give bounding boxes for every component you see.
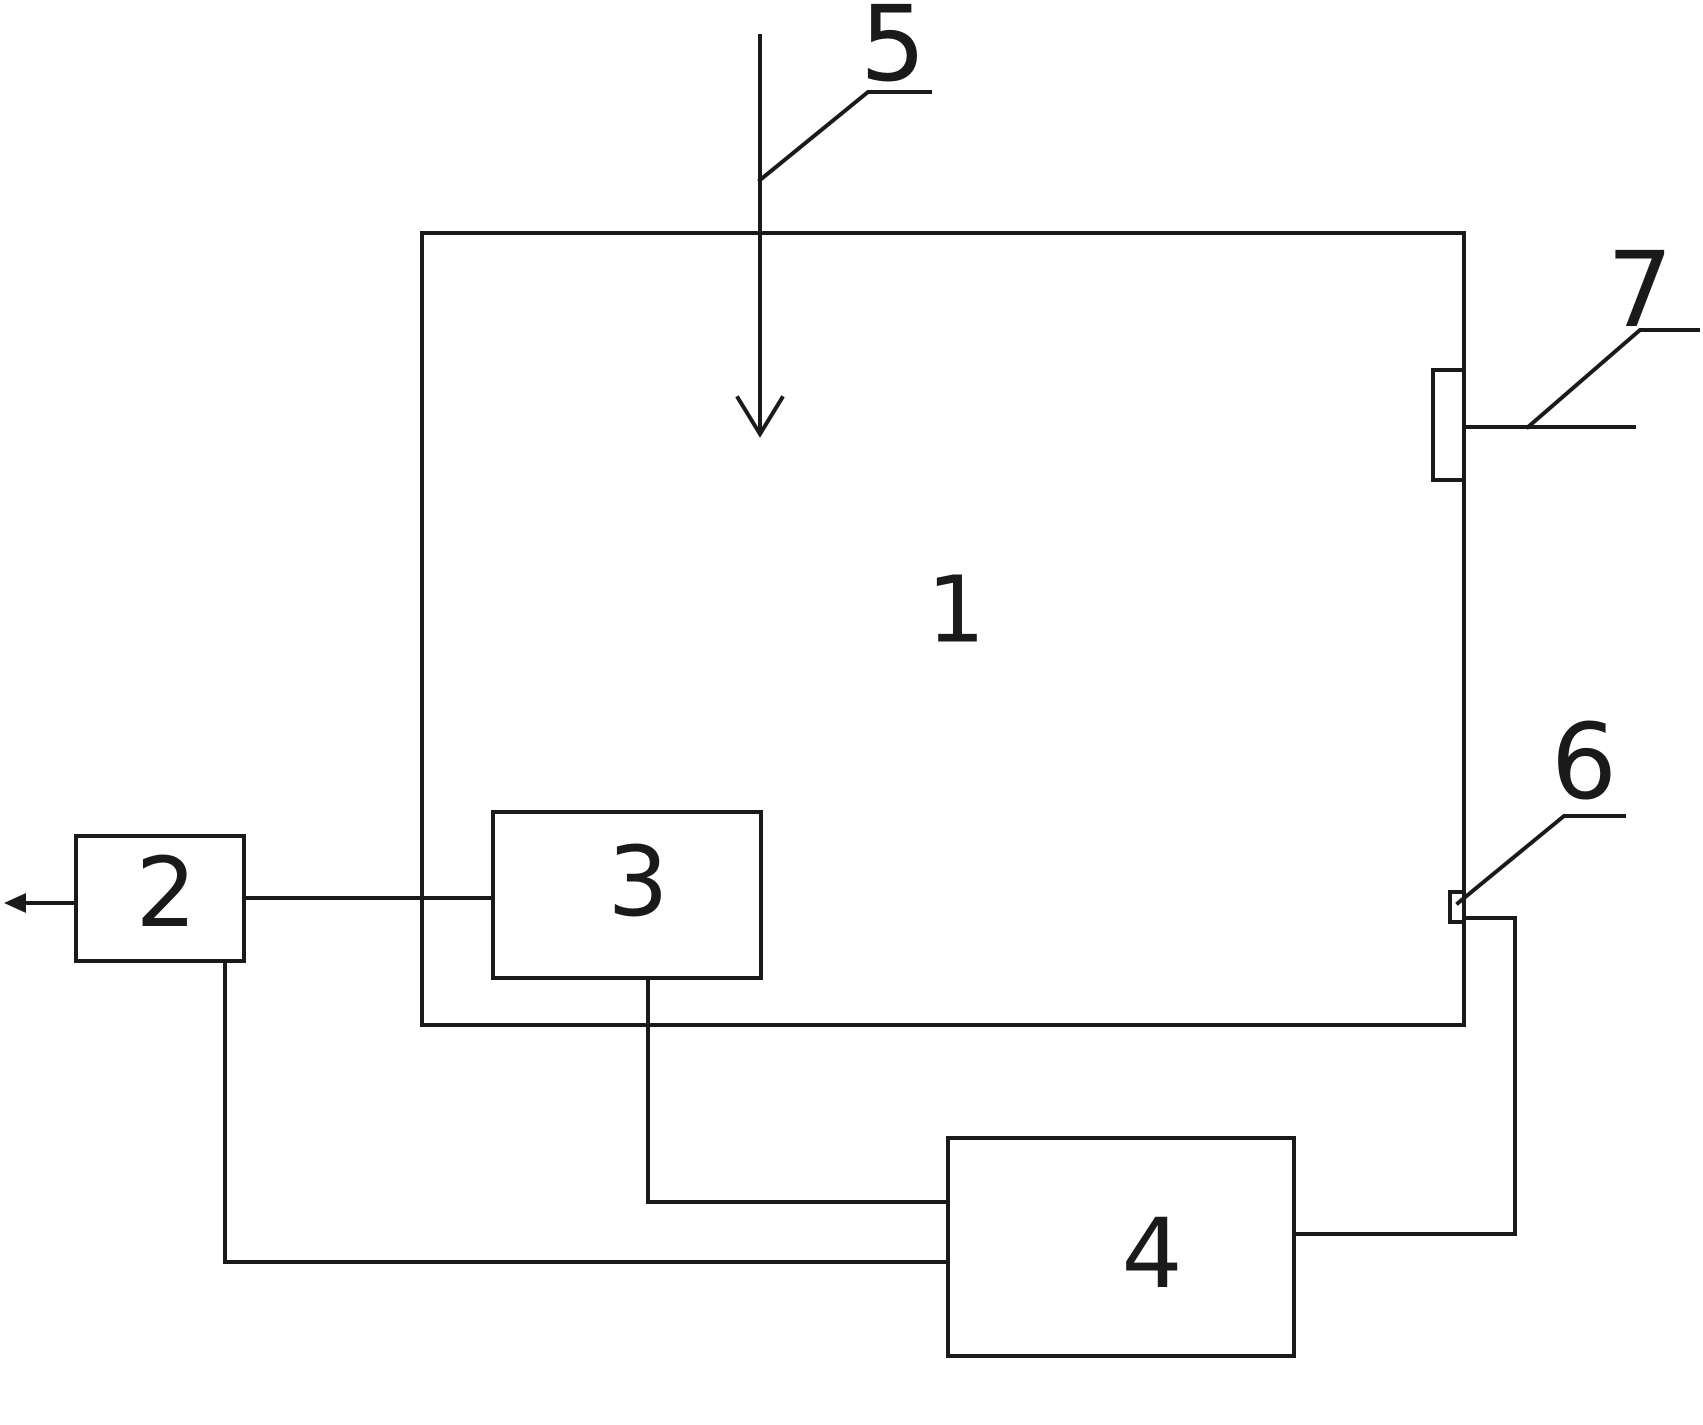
callout-label-6: 6 xyxy=(1551,701,1617,823)
callout-leader-6 xyxy=(1455,814,1626,906)
callout-label-7: 7 xyxy=(1607,229,1673,351)
unit-4-box xyxy=(946,1136,1296,1358)
output-arrowhead xyxy=(4,893,26,913)
unit-2-box xyxy=(74,834,246,963)
unit-4-label: 4 xyxy=(1121,1198,1182,1310)
inlet-arrowhead xyxy=(735,395,785,438)
line-4-to-6 xyxy=(1292,916,1517,1236)
line-3-to-4 xyxy=(646,976,952,1204)
callout-leader-5 xyxy=(757,90,932,183)
unit-2-label: 2 xyxy=(135,837,196,949)
line-2-to-4 xyxy=(223,959,957,1264)
chamber-label: 1 xyxy=(927,557,986,664)
callout-label-5: 5 xyxy=(860,0,926,105)
unit-3-box xyxy=(491,810,763,980)
sensor-element xyxy=(1448,890,1466,924)
port-element xyxy=(1431,368,1466,482)
unit-3-label: 3 xyxy=(607,826,668,938)
callout-leader-7-diagonal xyxy=(1525,328,1700,430)
